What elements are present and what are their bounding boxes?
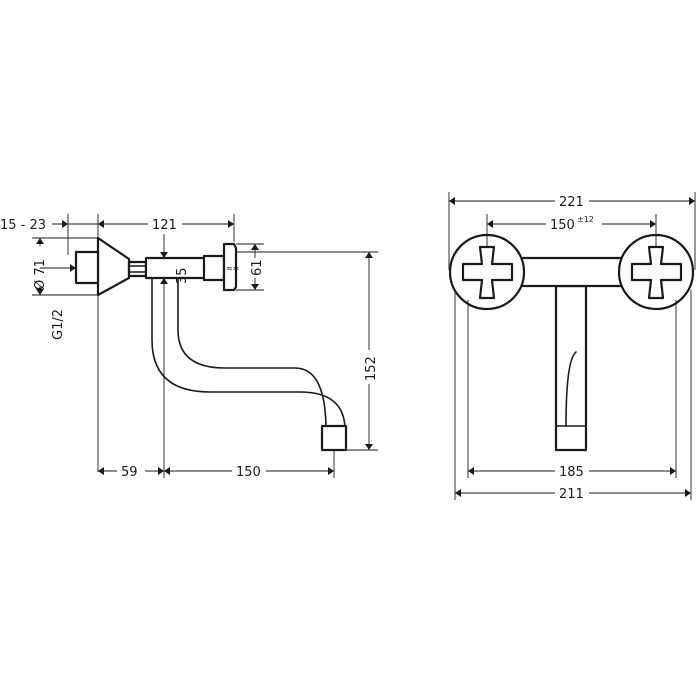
dim-arrow [328,467,334,475]
side-handle-collar [202,254,226,282]
side-thread-stub [74,250,100,285]
dim-arrow [160,252,168,258]
dim-arrow [70,264,76,272]
dim-arrow [36,289,44,295]
dim-thread: G1/2 [51,309,66,340]
side-spout-inner [177,277,327,431]
dim-arrow [228,220,234,228]
dim-arrow [455,489,461,497]
dim-arrow [365,252,373,258]
dim-outer-width: 211 [559,487,584,502]
dim-arrow [468,467,474,475]
side-spout-tip [320,424,348,452]
side-rosette [96,236,131,297]
dim-arrow [98,467,104,475]
dim-center-distance: 150 [550,218,575,233]
dim-arrow [449,197,455,205]
front-handle-right [630,245,683,300]
side-hex-nut [127,260,148,278]
dim-arrow [689,197,695,205]
dim-overall-width: 221 [559,195,584,210]
dim-arrow [36,238,44,244]
dim-arrow [251,244,259,250]
dim-arrow [487,220,493,228]
dim-arrow [685,489,691,497]
dim-flange-range: 15 - 23 [0,218,46,233]
dim-inner-width: 185 [559,465,584,480]
front-spout-shade [565,351,577,427]
dim-arrow [164,467,170,475]
dim-valve-height: 35 [175,267,190,284]
dim-handle-height: 61 [250,259,265,276]
front-handle-left [461,245,514,300]
dim-arrow [62,220,68,228]
side-handle [222,242,238,292]
front-view: 221 150 ±12 185 211 [448,192,696,502]
dim-arrow [160,278,168,284]
dim-arrow [365,444,373,450]
dim-arrow [670,467,676,475]
dim-arrow [158,467,164,475]
side-spout-outer [151,277,346,431]
side-view: ≈≈ 15 - 23 121 Ø 71 G1/2 [0,214,379,480]
dim-arrow [98,220,104,228]
dim-spout-reach: 150 [236,465,261,480]
side-small-mark: ≈≈ [226,264,239,273]
dim-center-tolerance: ±12 [577,215,594,224]
dim-projection: 121 [152,218,177,233]
dim-arrow [650,220,656,228]
dim-spout-height: 152 [364,356,379,381]
dim-wall-to-spout: 59 [121,465,138,480]
dim-arrow [251,284,259,290]
dim-diameter: Ø 71 [33,259,48,290]
